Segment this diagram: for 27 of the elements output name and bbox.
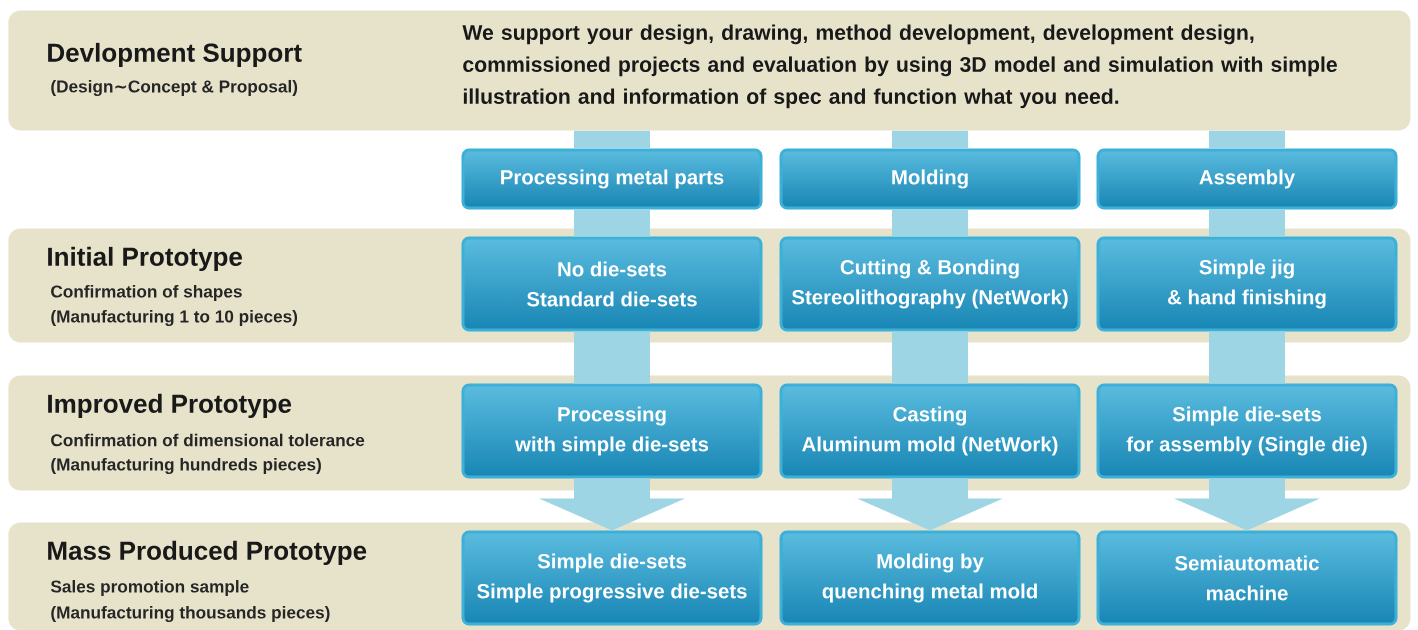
stage-subtitle: (Manufacturing 1 to 10 pieces) (51, 309, 298, 327)
process-box: Simple jig & hand finishing (1096, 236, 1398, 332)
process-box: Casting Aluminum mold (NetWork) (779, 383, 1081, 479)
process-box: Processing metal parts (461, 148, 763, 210)
process-box: Cutting & Bonding Stereolithography (NetWork) (779, 236, 1081, 332)
flow-arrow (539, 478, 685, 531)
stage-title: Devlopment Support (48, 42, 302, 68)
stage-title: Improved Prototype (48, 393, 292, 419)
flow-arrow (1174, 478, 1320, 531)
stage-subtitle: (Manufacturing thousands pieces) (51, 605, 330, 623)
stage-subtitle: Confirmation of dimensional tolerance (51, 433, 365, 447)
process-box: Assembly (1096, 148, 1398, 210)
stage-subtitle: Sales promotion sample (50, 580, 249, 596)
process-box: Simple die-sets Simple progressive die-sets (461, 530, 763, 626)
process-box: Semiautomatic machine (1096, 530, 1398, 626)
stage-subtitle: (Manufacturing hundreds pieces) (51, 457, 321, 475)
process-box: No die-sets Standard die-sets (461, 236, 763, 332)
process-box: Molding (779, 148, 1081, 210)
stage-title: Initial Prototype (48, 246, 242, 272)
stage-title: Mass Produced Prototype (48, 540, 367, 566)
process-box: Processing with simple die-sets (461, 383, 763, 479)
stage-subtitle: (Design∼Concept & Proposal) (51, 79, 298, 97)
process-box: Molding by quenching metal mold (779, 530, 1081, 626)
stage-subtitle: Confirmation of shapes (51, 285, 242, 301)
description-text: We support your design, drawing, method development, development design, commissioned projects and evaluation by using 3D model and simulation with simple illustration and information of spec and function what you need. (462, 24, 1337, 109)
flow-arrow (857, 478, 1003, 531)
process-box: Simple die-sets for assembly (Single die) (1096, 383, 1398, 479)
